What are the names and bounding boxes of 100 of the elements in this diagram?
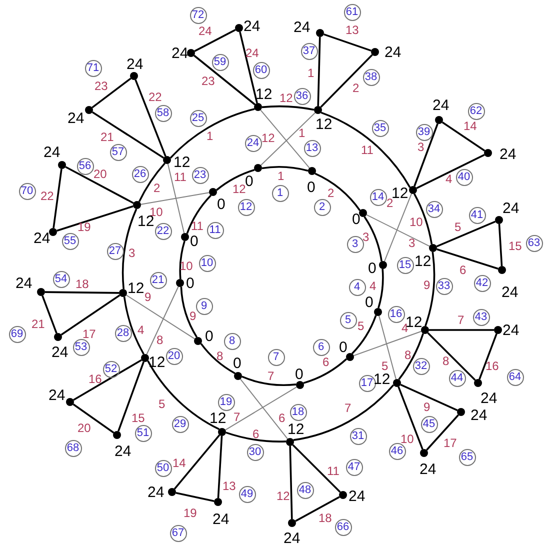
vertex-label: 24 — [502, 322, 520, 338]
vertex-label: 24 — [146, 484, 166, 500]
edge-line — [424, 252, 436, 326]
edge-line — [217, 436, 223, 498]
edge-label: 20 — [92, 168, 108, 180]
edge-label: 22 — [148, 91, 163, 103]
edge-number: 15 — [396, 256, 414, 274]
edge-line — [186, 194, 212, 234]
edge-line — [400, 384, 458, 412]
edge-number: 29 — [172, 416, 188, 432]
edge-label: 12 — [278, 92, 294, 104]
vertex-dot — [254, 164, 262, 172]
edge-number: 39 — [416, 124, 432, 140]
edge-label: 3 — [362, 231, 370, 243]
edge-line — [240, 378, 288, 440]
edge-number: 5 — [340, 312, 356, 328]
edge-number: 37 — [300, 42, 318, 60]
vertex-dot — [374, 308, 382, 316]
edge-line — [45, 291, 119, 294]
vertex-label: 0 — [306, 180, 316, 194]
vertex-label: 0 — [204, 328, 214, 344]
edge-line — [138, 162, 166, 202]
edge-label: 8 — [442, 355, 450, 367]
vertex-dot — [286, 438, 294, 446]
vertex-dot — [359, 209, 367, 217]
vertex-dot — [214, 498, 222, 506]
vertex-label: 24 — [114, 444, 132, 458]
edge-label: 8 — [216, 350, 224, 362]
vertex-label: 24 — [42, 144, 62, 160]
edge-line — [351, 315, 377, 354]
vertex-label: 24 — [212, 512, 230, 526]
edge-number: 49 — [238, 486, 256, 502]
edge-number: 50 — [154, 460, 172, 476]
vertex-dot — [288, 519, 296, 527]
edge-number: 64 — [506, 368, 524, 386]
edge-label: 17 — [442, 437, 458, 449]
edge-line — [303, 358, 348, 384]
edge-number: 38 — [362, 68, 380, 86]
edge-number: 42 — [474, 274, 490, 292]
edge-number: 63 — [526, 234, 542, 252]
edge-number: 65 — [458, 448, 476, 466]
edge-line — [146, 286, 179, 355]
edge-number: 58 — [154, 104, 172, 122]
vertex-dot — [119, 289, 127, 297]
edge-number: 55 — [62, 232, 78, 250]
vertex-dot — [484, 149, 492, 157]
edge-number: 4 — [348, 278, 366, 296]
edge-line — [242, 376, 296, 386]
vertex-dot — [181, 233, 189, 241]
edge-number: 34 — [426, 200, 442, 218]
edge-line — [378, 268, 384, 308]
edge-number: 36 — [294, 88, 310, 104]
edge-line — [314, 172, 361, 212]
vertex-label: 24 — [48, 388, 66, 402]
edge-line — [65, 166, 134, 204]
edge-line — [416, 154, 485, 190]
edge-label: 7 — [344, 402, 352, 414]
edge-line — [118, 361, 144, 432]
edge-label: 1 — [298, 127, 306, 139]
vertex-dot — [316, 29, 324, 37]
vertex-dot — [371, 48, 379, 56]
vertex-dot — [393, 379, 401, 387]
vertex-dot — [141, 354, 149, 362]
vertex-dot — [133, 201, 141, 209]
edge-label: 1 — [276, 170, 286, 182]
edge-line — [498, 224, 503, 266]
edge-line — [174, 434, 220, 490]
vertex-label: 24 — [418, 462, 438, 476]
vertex-label: 24 — [500, 284, 520, 300]
vertex-dot — [58, 161, 66, 169]
vertex-dot — [187, 49, 195, 57]
edge-number: 44 — [448, 370, 466, 386]
edge-number: 67 — [170, 524, 186, 542]
edge-line — [122, 208, 138, 290]
edge-number: 10 — [198, 254, 216, 272]
vertex-label: 24 — [170, 46, 190, 60]
vertex-dot — [194, 337, 202, 345]
edge-number: 60 — [252, 62, 270, 78]
edge-number: 13 — [304, 140, 320, 156]
edge-label: 21 — [100, 131, 115, 143]
edge-number: 66 — [334, 518, 352, 536]
edge-line — [292, 444, 341, 493]
edge-line — [42, 295, 58, 334]
edge-number: 59 — [212, 54, 228, 70]
edge-line — [436, 248, 498, 270]
vertex-label: 24 — [126, 56, 144, 72]
edge-number: 25 — [190, 110, 206, 126]
edge-line — [378, 315, 396, 380]
vertex-label: 12 — [172, 154, 192, 170]
vertex-dot — [130, 72, 138, 80]
edge-number: 45 — [420, 416, 438, 432]
edge-number: 12 — [238, 198, 254, 216]
edge-line — [364, 216, 382, 262]
vertex-dot — [474, 379, 482, 387]
edge-line — [72, 404, 114, 434]
vertex-label: 24 — [282, 530, 302, 546]
edge-label: 5 — [356, 320, 366, 332]
edge-number: 11 — [206, 222, 224, 238]
vertex-label: 24 — [14, 276, 34, 290]
edge-label: 8 — [404, 349, 412, 361]
